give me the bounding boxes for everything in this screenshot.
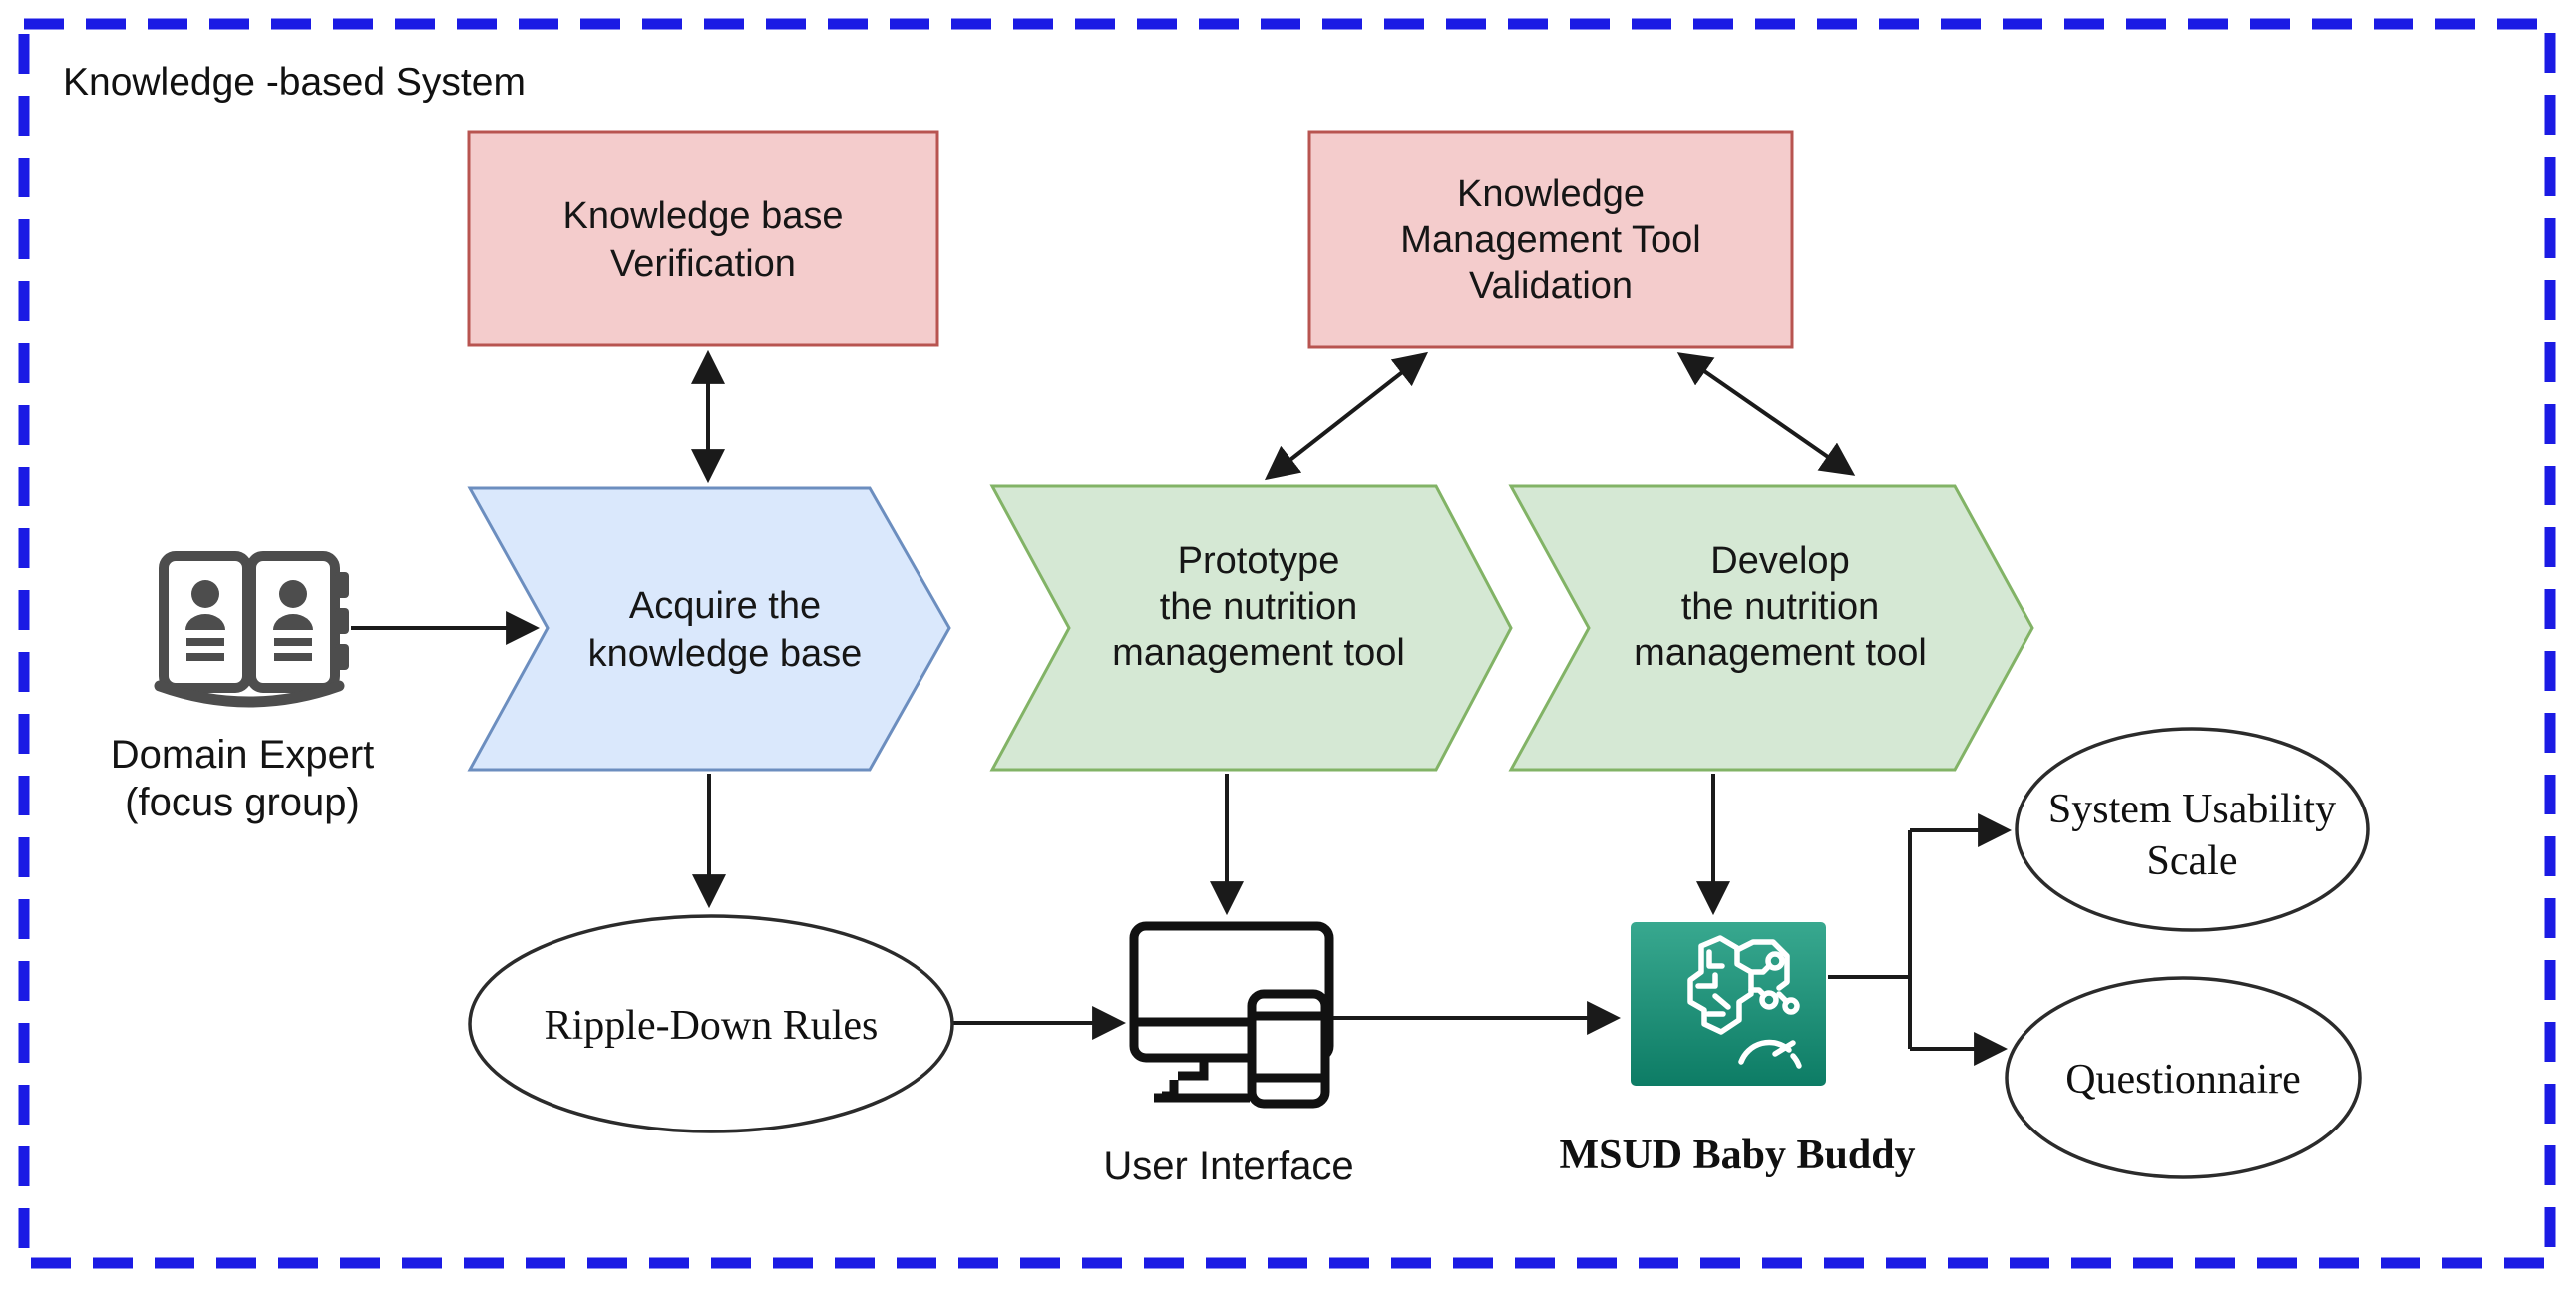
questionnaire-ellipse: [2005, 976, 2362, 1179]
system-boundary-border: [18, 18, 2556, 1269]
acquire-line2: knowledge base: [588, 633, 863, 675]
kb-verification-line1: Knowledge base: [563, 195, 844, 237]
prototype-line2: the nutrition: [1160, 586, 1358, 628]
node-knowledge-management-tool-validation: Knowledge Management Tool Validation: [1307, 130, 1794, 349]
sus-label-line1: System Usability: [2048, 787, 2336, 832]
diagram-title: Knowledge -based System: [63, 61, 526, 104]
edge-msud-junction: [1828, 830, 1912, 1049]
prototype-chevron: [989, 484, 1513, 772]
node-system-usability-scale: System Usability Scale: [2015, 727, 2370, 932]
monitor-phone-icon: [1129, 921, 1334, 1109]
node-msud-baby-buddy: MSUD Baby Buddy: [1559, 922, 1916, 1178]
knowledge-base-verification-box: [467, 130, 939, 347]
develop-chevron: [1508, 484, 2034, 772]
km-validation-line1: Knowledge: [1457, 173, 1645, 215]
edge-kmvalidation-develop: [1676, 352, 1856, 476]
node-user-interface: User Interface: [1103, 921, 1354, 1188]
km-tool-validation-box: [1307, 130, 1794, 349]
node-acquire-knowledge-base: Acquire the knowledge base: [467, 486, 951, 772]
sus-label-line2: Scale: [2147, 838, 2238, 884]
ripple-down-rules-ellipse: [468, 914, 954, 1133]
develop-line1: Develop: [1710, 540, 1849, 582]
node-questionnaire: Questionnaire: [2005, 976, 2362, 1179]
node-ripple-down-rules: Ripple-Down Rules: [468, 914, 954, 1133]
system-usability-scale-ellipse: [2015, 727, 2370, 932]
acquire-chevron: [467, 486, 951, 772]
node-domain-expert: Domain Expert (focus group): [111, 551, 375, 824]
open-book-people-icon: [154, 551, 349, 708]
domain-expert-label-line2: (focus group): [125, 781, 360, 824]
edges-layer: [351, 349, 2013, 1066]
questionnaire-label: Questionnaire: [2065, 1057, 2301, 1103]
km-validation-line3: Validation: [1469, 265, 1633, 307]
msud-baby-buddy-label: MSUD Baby Buddy: [1559, 1132, 1915, 1178]
kb-verification-line2: Verification: [610, 243, 796, 285]
domain-expert-label-line1: Domain Expert: [111, 733, 375, 777]
ripple-down-rules-label: Ripple-Down Rules: [545, 1003, 879, 1049]
develop-line2: the nutrition: [1681, 586, 1880, 628]
acquire-line1: Acquire the: [629, 585, 821, 627]
node-prototype-nutrition-tool: Prototype the nutrition management tool: [989, 484, 1513, 772]
develop-line3: management tool: [1634, 632, 1927, 674]
brain-circuit-icon: [1687, 935, 1802, 1069]
km-validation-line2: Management Tool: [1400, 219, 1700, 261]
node-knowledge-base-verification: Knowledge base Verification: [467, 130, 939, 347]
prototype-line1: Prototype: [1178, 540, 1340, 582]
prototype-line3: management tool: [1112, 632, 1405, 674]
node-develop-nutrition-tool: Develop the nutrition management tool: [1508, 484, 2034, 772]
user-interface-label: User Interface: [1103, 1144, 1353, 1188]
edge-kmvalidation-prototype: [1264, 351, 1429, 481]
